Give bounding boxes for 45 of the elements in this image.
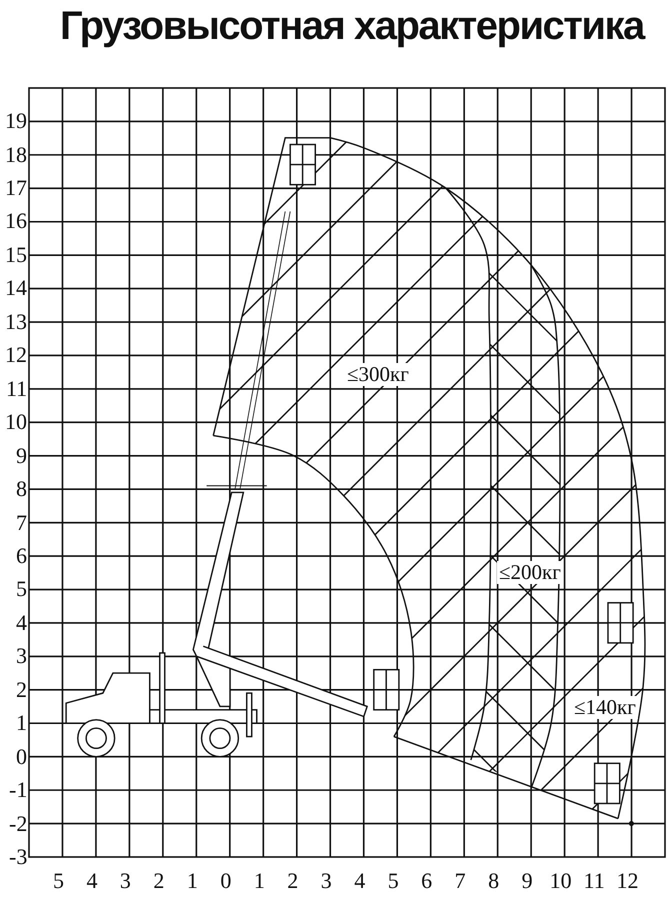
axis-tick-label: 15 (5, 244, 27, 266)
axis-tick-label: 11 (584, 870, 605, 892)
axis-tick-label: 2 (153, 870, 164, 892)
axis-tick-label: 17 (5, 177, 27, 199)
axis-tick-label: 1 (186, 870, 198, 892)
axis-tick-label: -3 (9, 846, 28, 868)
axis-tick-label: 10 (550, 870, 572, 892)
axis-tick-label: 3 (120, 870, 131, 892)
axis-tick-label: 9 (522, 870, 533, 892)
axis-tick-label: 1 (16, 712, 27, 734)
axis-tick-label: 6 (421, 870, 432, 892)
axis-tick-label: 12 (5, 344, 27, 366)
chart-title: Грузовысотная характеристика (60, 6, 644, 46)
axis-tick-label: 12 (616, 870, 639, 892)
axis-tick-label: 7 (16, 512, 27, 534)
axis-tick-label: 0 (220, 870, 232, 892)
axis-tick-label: 16 (5, 210, 27, 232)
axis-tick-label: 19 (5, 110, 27, 132)
axis-tick-label: 8 (488, 870, 500, 892)
axis-tick-label: 10 (5, 411, 27, 434)
load-zone-label: ≤300кг (345, 362, 411, 386)
axis-tick-label: 8 (16, 478, 27, 500)
axis-tick-label: 2 (16, 678, 27, 701)
axis-tick-label: 5 (388, 870, 399, 892)
axis-tick-label: 5 (16, 578, 27, 600)
axis-tick-label: 13 (5, 310, 27, 333)
axis-tick-label: 9 (16, 444, 27, 467)
axis-tick-label: 18 (5, 144, 27, 166)
axis-tick-label: 4 (354, 870, 366, 892)
axis-tick-label: 14 (5, 277, 27, 300)
axis-tick-label: 1 (254, 870, 265, 892)
axis-tick-label: 11 (6, 378, 28, 400)
axis-tick-label: 7 (454, 870, 466, 892)
axis-tick-label: 3 (16, 645, 27, 668)
load-zone-label: ≤140кг (572, 696, 638, 718)
axis-tick-label: 5 (52, 870, 64, 892)
axis-tick-label: 4 (86, 870, 98, 892)
axis-tick-label: -1 (9, 779, 28, 802)
load-zone-label: ≤200кг (497, 560, 563, 584)
axis-tick-label: -2 (9, 812, 28, 835)
axis-tick-label: 3 (320, 870, 332, 892)
axis-tick-label: 6 (16, 544, 27, 567)
axis-tick-label: 0 (16, 746, 27, 768)
axis-tick-label: 4 (16, 612, 27, 634)
axis-tick-label: 2 (287, 870, 298, 892)
